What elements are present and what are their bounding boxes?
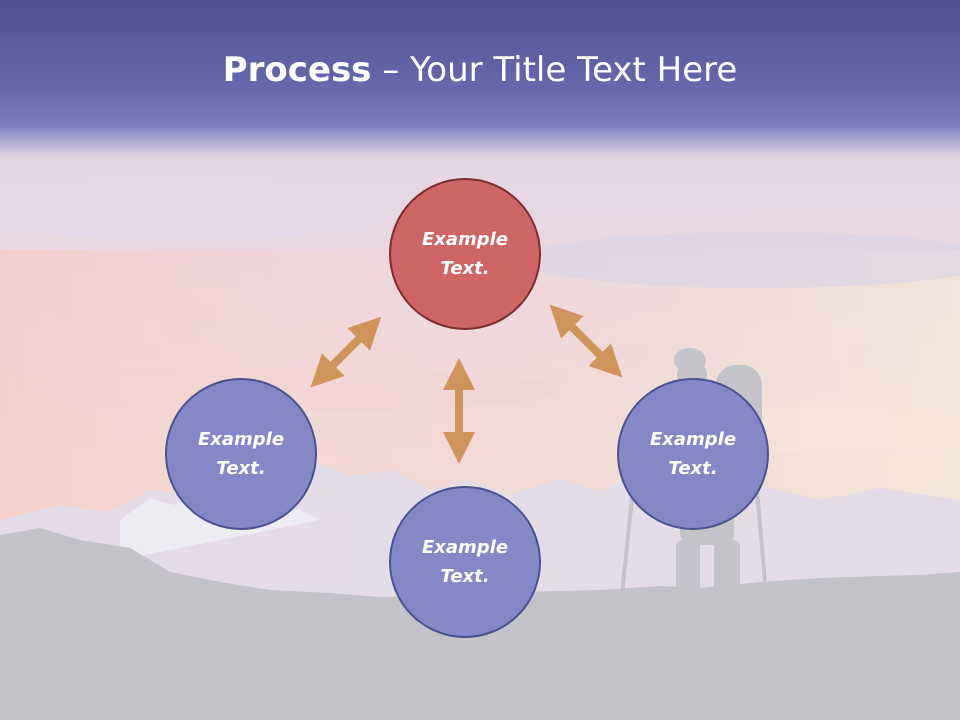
process-node-right: Example Text. bbox=[617, 378, 769, 530]
node-right-text: Example Text. bbox=[649, 429, 737, 479]
process-node-top: Example Text. bbox=[389, 178, 541, 330]
title-rest: – Your Title Text Here bbox=[371, 50, 738, 90]
title-bold: Process bbox=[222, 50, 372, 90]
process-node-left: Example Text. bbox=[165, 378, 317, 530]
node-left-text: Example Text. bbox=[197, 429, 285, 479]
node-top-text: Example Text. bbox=[421, 229, 509, 279]
node-bottom-text: Example Text. bbox=[421, 537, 509, 587]
double-arrow-right-diagonal bbox=[549, 304, 623, 378]
double-arrow-left-diagonal bbox=[310, 316, 382, 388]
slide-title: Process – Your Title Text Here bbox=[0, 50, 960, 90]
process-node-bottom: Example Text. bbox=[389, 486, 541, 638]
